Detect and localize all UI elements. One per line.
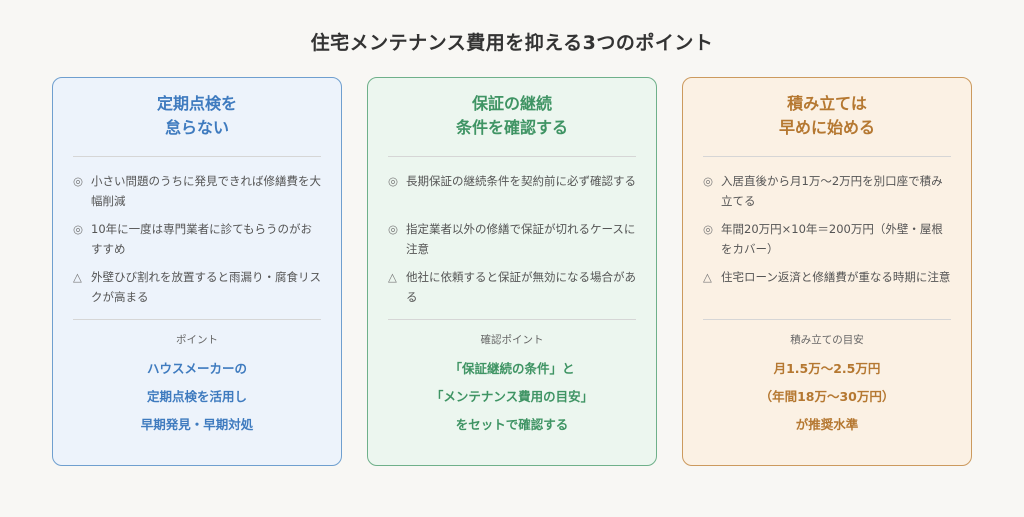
summary-label: 確認ポイント bbox=[480, 334, 544, 346]
item-text: 年間20万円×10年＝200万円（外壁・屋根をカバー） bbox=[721, 222, 943, 256]
item-list: ◎ 入居直後から月1万〜2万円を別口座で積み立てる ◎ 年間20万円×10年＝2… bbox=[703, 171, 951, 311]
summary-line: 月1.5万〜2.5万円 bbox=[773, 361, 881, 376]
double-circle-icon: ◎ bbox=[703, 222, 714, 236]
divider bbox=[388, 156, 636, 157]
card-title: 定期点検を 怠らない bbox=[73, 92, 321, 144]
card-title: 保証の継続 条件を確認する bbox=[388, 92, 636, 144]
card-title: 積み立ては 早めに始める bbox=[703, 92, 951, 144]
double-circle-icon: ◎ bbox=[388, 222, 399, 236]
triangle-icon: △ bbox=[73, 270, 82, 284]
double-circle-icon: ◎ bbox=[388, 174, 399, 188]
item-list: ◎ 長期保証の継続条件を契約前に必ず確認する ◎ 指定業者以外の修繕で保証が切れ… bbox=[388, 171, 636, 311]
list-item: ◎ 長期保証の継続条件を契約前に必ず確認する bbox=[388, 171, 636, 215]
item-text: 10年に一度は専門業者に診てもらうのがおすすめ bbox=[91, 222, 313, 256]
list-item: △ 住宅ローン返済と修繕費が重なる時期に注意 bbox=[703, 267, 951, 311]
double-circle-icon: ◎ bbox=[73, 222, 84, 236]
item-text: 指定業者以外の修繕で保証が切れるケースに注意 bbox=[406, 222, 636, 256]
list-item: ◎ 年間20万円×10年＝200万円（外壁・屋根をカバー） bbox=[703, 219, 951, 263]
page-title: 住宅メンテナンス費用を抑える3つのポイント bbox=[310, 32, 714, 54]
card-regular-inspection: 定期点検を 怠らない ◎ 小さい問題のうちに発見できれば修繕費を大幅削減 ◎ 1… bbox=[52, 77, 342, 466]
summary-line: をセットで確認する bbox=[455, 417, 569, 432]
item-text: 長期保証の継続条件を契約前に必ず確認する bbox=[406, 174, 636, 188]
item-text: 入居直後から月1万〜2万円を別口座で積み立てる bbox=[721, 174, 943, 208]
item-text: 他社に依頼すると保証が無効になる場合がある bbox=[406, 270, 636, 304]
divider bbox=[703, 156, 951, 157]
divider bbox=[703, 319, 951, 320]
list-item: △ 外壁ひび割れを放置すると雨漏り・腐食リスクが高まる bbox=[73, 267, 321, 311]
item-text: 小さい問題のうちに発見できれば修繕費を大幅削減 bbox=[91, 174, 321, 208]
item-text: 外壁ひび割れを放置すると雨漏り・腐食リスクが高まる bbox=[91, 270, 321, 304]
summary-line: 「メンテナンス費用の目安」 bbox=[430, 389, 594, 404]
summary-line: 定期点検を活用し bbox=[146, 389, 247, 404]
item-text: 住宅ローン返済と修繕費が重なる時期に注意 bbox=[721, 270, 951, 284]
card-warranty-conditions: 保証の継続 条件を確認する ◎ 長期保証の継続条件を契約前に必ず確認する ◎ 指… bbox=[367, 77, 657, 466]
triangle-icon: △ bbox=[703, 270, 712, 284]
list-item: ◎ 10年に一度は専門業者に診てもらうのがおすすめ bbox=[73, 219, 321, 263]
triangle-icon: △ bbox=[388, 270, 397, 284]
double-circle-icon: ◎ bbox=[73, 174, 84, 188]
card-title-line: 条件を確認する bbox=[455, 118, 568, 137]
divider bbox=[73, 156, 321, 157]
summary-line: 早期発見・早期対処 bbox=[140, 417, 254, 432]
list-item: △ 他社に依頼すると保証が無効になる場合がある bbox=[388, 267, 636, 311]
summary-box: 確認ポイント 「保証継続の条件」と 「メンテナンス費用の目安」 をセットで確認す… bbox=[388, 331, 636, 439]
double-circle-icon: ◎ bbox=[703, 174, 714, 188]
summary-line: が推奨水準 bbox=[795, 417, 859, 432]
divider bbox=[388, 319, 636, 320]
list-item: ◎ 指定業者以外の修繕で保証が切れるケースに注意 bbox=[388, 219, 636, 263]
summary-line: （年間18万〜30万円） bbox=[759, 389, 895, 404]
summary-box: 積み立ての目安 月1.5万〜2.5万円 （年間18万〜30万円） が推奨水準 bbox=[703, 331, 951, 439]
summary-line: 「保証継続の条件」と bbox=[449, 361, 575, 376]
item-list: ◎ 小さい問題のうちに発見できれば修繕費を大幅削減 ◎ 10年に一度は専門業者に… bbox=[73, 171, 321, 311]
card-title-line: 定期点検を bbox=[156, 94, 237, 113]
summary-box: ポイント ハウスメーカーの 定期点検を活用し 早期発見・早期対処 bbox=[73, 331, 321, 439]
card-title-line: 早めに始める bbox=[778, 118, 875, 137]
card-savings-plan: 積み立ては 早めに始める ◎ 入居直後から月1万〜2万円を別口座で積み立てる ◎… bbox=[682, 77, 972, 466]
card-title-line: 保証の継続 bbox=[471, 94, 552, 113]
card-title-line: 積み立ては bbox=[787, 94, 867, 113]
summary-label: ポイント bbox=[176, 334, 218, 346]
list-item: ◎ 入居直後から月1万〜2万円を別口座で積み立てる bbox=[703, 171, 951, 215]
card-title-line: 怠らない bbox=[164, 118, 229, 137]
list-item: ◎ 小さい問題のうちに発見できれば修繕費を大幅削減 bbox=[73, 171, 321, 215]
divider bbox=[73, 319, 321, 320]
summary-line: ハウスメーカーの bbox=[146, 361, 247, 376]
summary-label: 積み立ての目安 bbox=[790, 334, 864, 346]
